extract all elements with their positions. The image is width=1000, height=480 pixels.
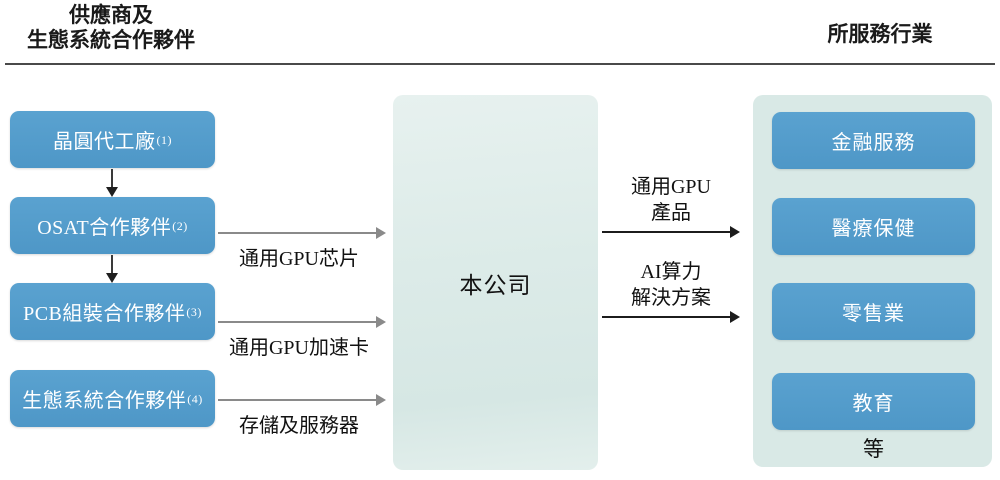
supplier-label: 晶圓代工廠 [53, 131, 156, 153]
output-label-gpu-products: 通用GPU 產品 [597, 174, 745, 226]
industry-box-healthcare: 醫療保健 [772, 198, 975, 255]
left-header-line1: 供應商及 [69, 3, 153, 27]
supplier-box-wafer-foundry: 晶圓代工廠(1) [10, 111, 215, 168]
right-arrow-icon-ai-solutions [602, 311, 740, 323]
right-arrow-icon-gpu-card [218, 316, 386, 328]
output-label-ai-solutions: AI算力 解決方案 [597, 259, 745, 311]
industry-box-financial-services: 金融服務 [772, 112, 975, 169]
right-arrow-icon-storage-server [218, 394, 386, 406]
flow-label-gpu-chip: 通用GPU芯片 [238, 248, 359, 270]
supplier-label: PCB組裝合作夥伴 [23, 303, 186, 325]
supplier-label: OSAT合作夥伴 [37, 217, 172, 239]
output-label-line1: AI算力 [640, 261, 702, 283]
supplier-label: 生態系統合作夥伴 [22, 390, 187, 412]
flow-label-storage-server: 存儲及服務器 [239, 415, 359, 437]
down-arrow-icon [106, 169, 118, 197]
right-arrow-icon-gpu-chip [218, 227, 386, 239]
output-label-line2: 解決方案 [631, 287, 711, 309]
right-column-header: 所服務行業 [827, 22, 933, 46]
output-label-line1: 通用GPU [630, 176, 711, 198]
right-arrow-icon-gpu-products [602, 226, 740, 238]
industry-box-retail: 零售業 [772, 283, 975, 340]
company-box: 本公司 [393, 95, 598, 470]
output-label-line2: 產品 [651, 202, 691, 224]
supplier-box-osat: OSAT合作夥伴(2) [10, 197, 215, 254]
down-arrow-icon [106, 255, 118, 283]
company-label: 本公司 [459, 272, 532, 298]
header-divider-line [5, 63, 995, 65]
flow-label-gpu-card: 通用GPU加速卡 [228, 337, 369, 359]
left-header-line2: 生態系統合作夥伴 [27, 28, 195, 52]
supplier-box-pcb: PCB組裝合作夥伴(3) [10, 283, 215, 340]
supplier-box-ecosystem: 生態系統合作夥伴(4) [10, 370, 215, 427]
left-column-header: 供應商及 生態系統合作夥伴 [8, 3, 214, 53]
industries-etc-label: 等 [863, 437, 884, 461]
industry-box-education: 教育 [772, 373, 975, 430]
industries-panel: 金融服務 醫療保健 零售業 教育 等 [753, 95, 992, 467]
